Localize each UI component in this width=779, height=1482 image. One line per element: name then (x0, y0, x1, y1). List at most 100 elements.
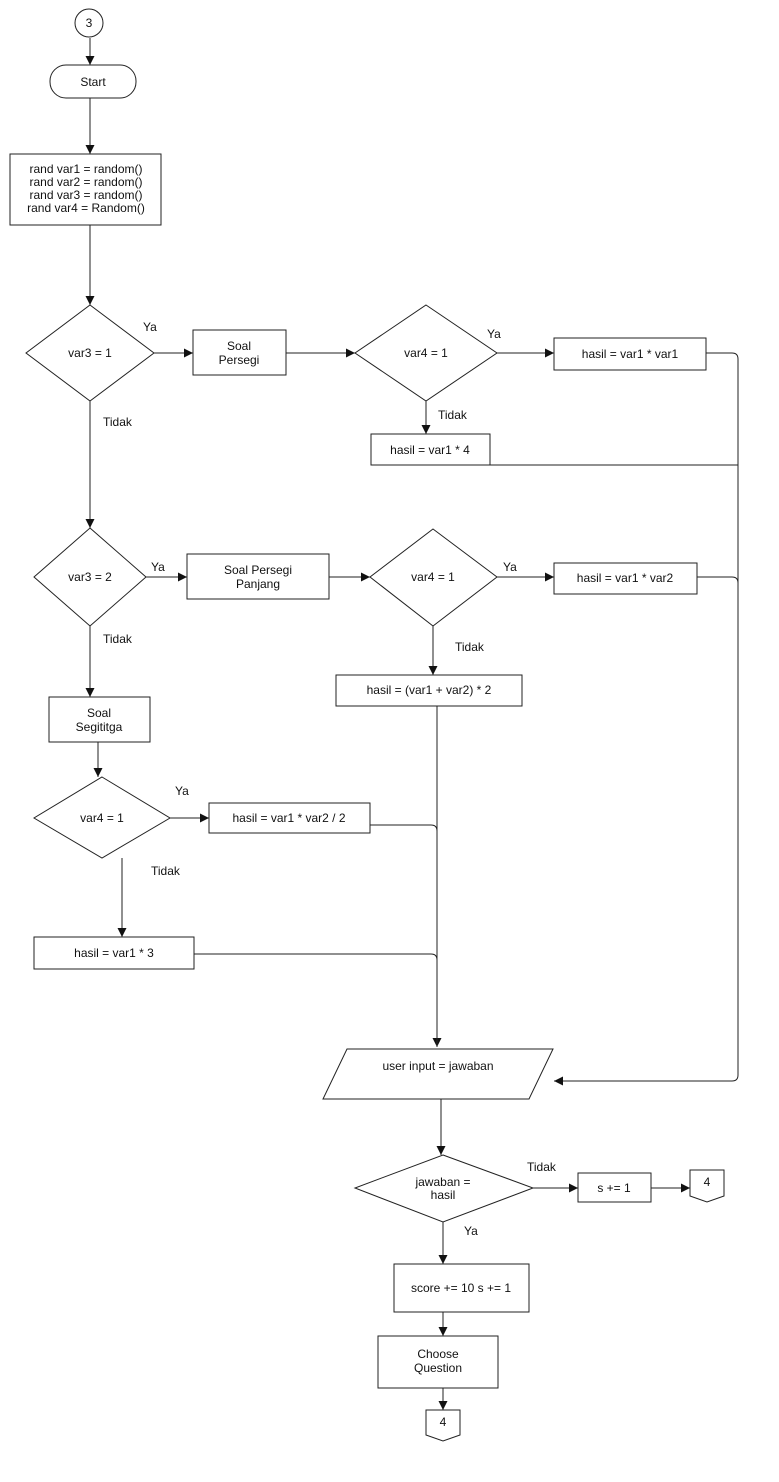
process-s-increment: s += 1 (577, 1172, 652, 1203)
hasil-sq-label: hasil = var1 * var1 (582, 347, 679, 361)
process-soal-segitiga: Soal Segititga (48, 696, 151, 743)
hasil-tri-shape (208, 802, 371, 834)
score-label: score += 10 s += 1 (411, 1281, 511, 1295)
choose-question-line-2: Question (414, 1361, 462, 1375)
soal-pp-shape (186, 553, 330, 600)
process-soal-persegi-panjang: Soal Persegi Panjang (186, 553, 330, 600)
hasil-tri-keliling-label: hasil = var1 * 3 (74, 946, 154, 960)
connector-right: 4 (689, 1169, 725, 1203)
hasil-pp-label: hasil = var1 * var2 (577, 571, 674, 585)
label-tidak-var4-persegi: Tidak (438, 408, 468, 422)
hasil-tri-keliling-shape (33, 936, 195, 970)
hasil-pp-shape (553, 562, 698, 595)
decision-var4-segitiga-shape (33, 776, 171, 859)
label-ya-var3-1: Ya (143, 320, 157, 334)
label-ya-jawaban: Ya (464, 1224, 478, 1238)
decision-var3-1-label: var3 = 1 (68, 346, 112, 360)
decision-var4-persegi-label: var4 = 1 (404, 346, 448, 360)
connector-circle (74, 8, 104, 38)
process-score: score += 10 s += 1 (393, 1263, 530, 1313)
branch-labels: Ya Tidak Ya Tidak Ya Tidak Ya Tidak Ya T… (103, 320, 557, 1238)
decision-var4-pp: var4 = 1 (369, 528, 498, 627)
label-tidak-var4-pp: Tidak (455, 640, 485, 654)
init-shape (9, 153, 162, 226)
hasil-sq-keliling-label: hasil = var1 * 4 (390, 443, 470, 457)
connector-bottom-shape (425, 1409, 461, 1442)
process-soal-persegi: Soal Persegi (192, 329, 287, 376)
s-increment-shape (577, 1172, 652, 1203)
process-hasil-sq: hasil = var1 * var1 (553, 337, 707, 371)
decision-jawaban-line-1: jawaban = (414, 1175, 470, 1189)
io-user-input: user input = jawaban (322, 1048, 554, 1100)
process-hasil-tri-keliling: hasil = var1 * 3 (33, 936, 195, 970)
decision-var4-persegi: var4 = 1 (354, 304, 498, 402)
connector-bottom-label: 4 (440, 1415, 447, 1429)
hasil-pp-keliling-label: hasil = (var1 + var2) * 2 (367, 683, 492, 697)
label-tidak-var4-segitiga: Tidak (151, 864, 181, 878)
decision-var4-segitiga: var4 = 1 (33, 776, 171, 859)
choose-question-line-1: Choose (417, 1347, 459, 1361)
s-increment-label: s += 1 (597, 1181, 631, 1195)
init-line-3: rand var3 = random() (29, 188, 142, 202)
hasil-sq-keliling-shape (370, 433, 491, 466)
choose-question-shape (377, 1335, 499, 1389)
process-hasil-tri: hasil = var1 * var2 / 2 (208, 802, 371, 834)
label-tidak-jawaban: Tidak (527, 1160, 557, 1174)
decision-var3-2-label: var3 = 2 (68, 570, 112, 584)
label-tidak-var3-1: Tidak (103, 415, 133, 429)
soal-persegi-shape (192, 329, 287, 376)
process-hasil-pp-keliling: hasil = (var1 + var2) * 2 (335, 674, 523, 707)
label-ya-var4-pp: Ya (503, 560, 517, 574)
connector-top-label: 3 (86, 16, 93, 30)
init-line-1: rand var1 = random() (29, 162, 142, 176)
edge-right-return (554, 352, 739, 1086)
soal-segitiga-line-1: Soal (87, 706, 111, 720)
user-input-shape (322, 1048, 554, 1100)
edges (85, 38, 739, 1410)
soal-persegi-line-1: Soal (227, 339, 251, 353)
connector-right-shape (689, 1169, 725, 1203)
label-ya-var3-2: Ya (151, 560, 165, 574)
decision-jawaban-line-2: hasil (431, 1188, 456, 1202)
decision-var3-1: var3 = 1 (25, 304, 155, 402)
connector-top: 3 (74, 8, 104, 38)
edge-pp-luas-merge (697, 576, 739, 584)
connector-bottom: 4 (425, 1409, 461, 1442)
decision-var3-2: var3 = 2 (33, 527, 147, 627)
soal-pp-line-1: Soal Persegi (224, 563, 292, 577)
hasil-sq-shape (553, 337, 707, 371)
decision-var3-2-shape (33, 527, 147, 627)
process-choose-question: Choose Question (377, 1335, 499, 1389)
decision-var4-pp-label: var4 = 1 (411, 570, 455, 584)
edge-tri-keliling-merge (194, 953, 438, 1047)
score-shape (393, 1263, 530, 1313)
hasil-tri-label: hasil = var1 * var2 / 2 (232, 811, 345, 825)
decision-var4-segitiga-label: var4 = 1 (80, 811, 124, 825)
soal-persegi-line-2: Persegi (219, 353, 260, 367)
decision-var3-1-shape (25, 304, 155, 402)
edge-tri-luas-merge (370, 824, 442, 1047)
label-tidak-var3-2: Tidak (103, 632, 133, 646)
soal-pp-line-2: Panjang (236, 577, 280, 591)
decision-jawaban-shape (353, 1154, 535, 1223)
label-ya-var4-persegi: Ya (487, 327, 501, 341)
soal-segitiga-line-2: Segititga (76, 720, 123, 734)
connector-right-label: 4 (704, 1175, 711, 1189)
start-shape (49, 64, 137, 99)
soal-segitiga-shape (48, 696, 151, 743)
process-hasil-sq-keliling: hasil = var1 * 4 (370, 433, 491, 466)
decision-var4-pp-shape (369, 528, 498, 627)
label-ya-var4-segitiga: Ya (175, 784, 189, 798)
hasil-pp-keliling-shape (335, 674, 523, 707)
decision-var4-persegi-shape (354, 304, 498, 402)
init-line-4: rand var4 = Random() (27, 201, 145, 215)
process-hasil-pp: hasil = var1 * var2 (553, 562, 698, 595)
user-input-label: user input = jawaban (382, 1059, 493, 1073)
init-node: rand var1 = random() rand var2 = random(… (9, 153, 162, 226)
init-line-2: rand var2 = random() (29, 175, 142, 189)
decision-jawaban: jawaban = hasil (353, 1154, 535, 1223)
start-node: Start (49, 64, 137, 99)
start-label: Start (80, 75, 106, 89)
